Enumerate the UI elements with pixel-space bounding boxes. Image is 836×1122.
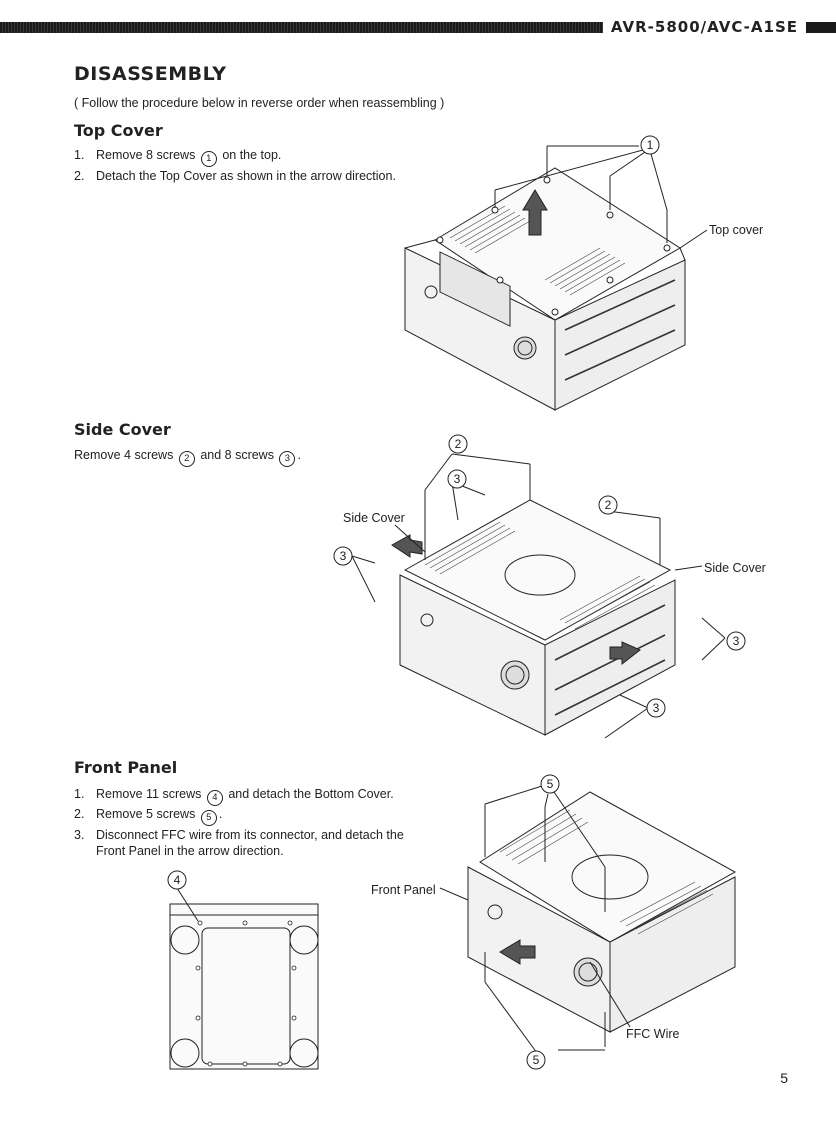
svg-text:2: 2 — [455, 437, 462, 451]
front-panel-step-2: 2.Remove 5 screws 5. — [74, 806, 222, 826]
ffc-wire-label: FFC Wire — [626, 1027, 680, 1041]
svg-text:3: 3 — [454, 472, 461, 486]
svg-text:2: 2 — [605, 498, 612, 512]
top-cover-step-1: 1.Remove 8 screws 1 on the top. — [74, 147, 281, 167]
front-panel-illustration: 5 5 — [439, 774, 737, 1070]
svg-text:5: 5 — [547, 777, 554, 791]
screw-mark: 4 — [206, 790, 223, 806]
side-cover-heading: Side Cover — [74, 420, 171, 439]
screw-callout-5: 5 5 — [526, 774, 560, 1070]
top-cover-label: Top cover — [709, 223, 764, 237]
svg-text:3: 3 — [340, 549, 347, 563]
screw-mark: 3 — [279, 451, 296, 467]
svg-text:3: 3 — [733, 634, 740, 648]
svg-text:3: 3 — [653, 701, 660, 715]
screw-callout-4: 4 — [167, 870, 187, 890]
screw-mark: 2 — [178, 451, 195, 467]
screw-mark: 1 — [200, 151, 217, 167]
top-cover-step-2: 2.Detach the Top Cover as shown in the a… — [74, 169, 396, 183]
page-title: DISASSEMBLY — [74, 63, 227, 85]
reassembly-note: ( Follow the procedure below in reverse … — [74, 96, 445, 110]
front-panel-label: Front Panel — [371, 883, 436, 897]
page-number: 5 — [780, 1070, 788, 1086]
model-name: AVR-5800/AVC-A1SE — [602, 17, 806, 37]
top-cover-callout: 1 — [640, 135, 660, 155]
svg-text:1: 1 — [647, 138, 654, 152]
top-cover-illustration: 1 — [404, 135, 708, 411]
side-cover-step: Remove 4 screws 2 and 8 screws 3. — [74, 447, 301, 467]
side-cover-illustration: 2 2 3 3 3 3 — [333, 434, 746, 739]
front-panel-step-3: 3.Disconnect FFC wire from its connector… — [74, 828, 404, 858]
bottom-cover-illustration: 4 — [167, 870, 319, 1070]
screw-mark: 5 — [200, 810, 217, 826]
header-rule — [0, 22, 836, 33]
svg-text:4: 4 — [174, 873, 181, 887]
screw-callout-2: 2 2 — [448, 434, 618, 515]
side-cover-label-right: Side Cover — [704, 561, 766, 575]
top-cover-heading: Top Cover — [74, 121, 163, 140]
front-panel-step-1: 1.Remove 11 screws 4 and detach the Bott… — [74, 786, 394, 806]
header-rule-tail — [806, 22, 836, 33]
svg-text:5: 5 — [533, 1053, 540, 1067]
side-cover-label-left: Side Cover — [343, 511, 405, 525]
front-panel-heading: Front Panel — [74, 758, 178, 777]
screw-callout-3: 3 3 3 3 — [333, 469, 746, 718]
